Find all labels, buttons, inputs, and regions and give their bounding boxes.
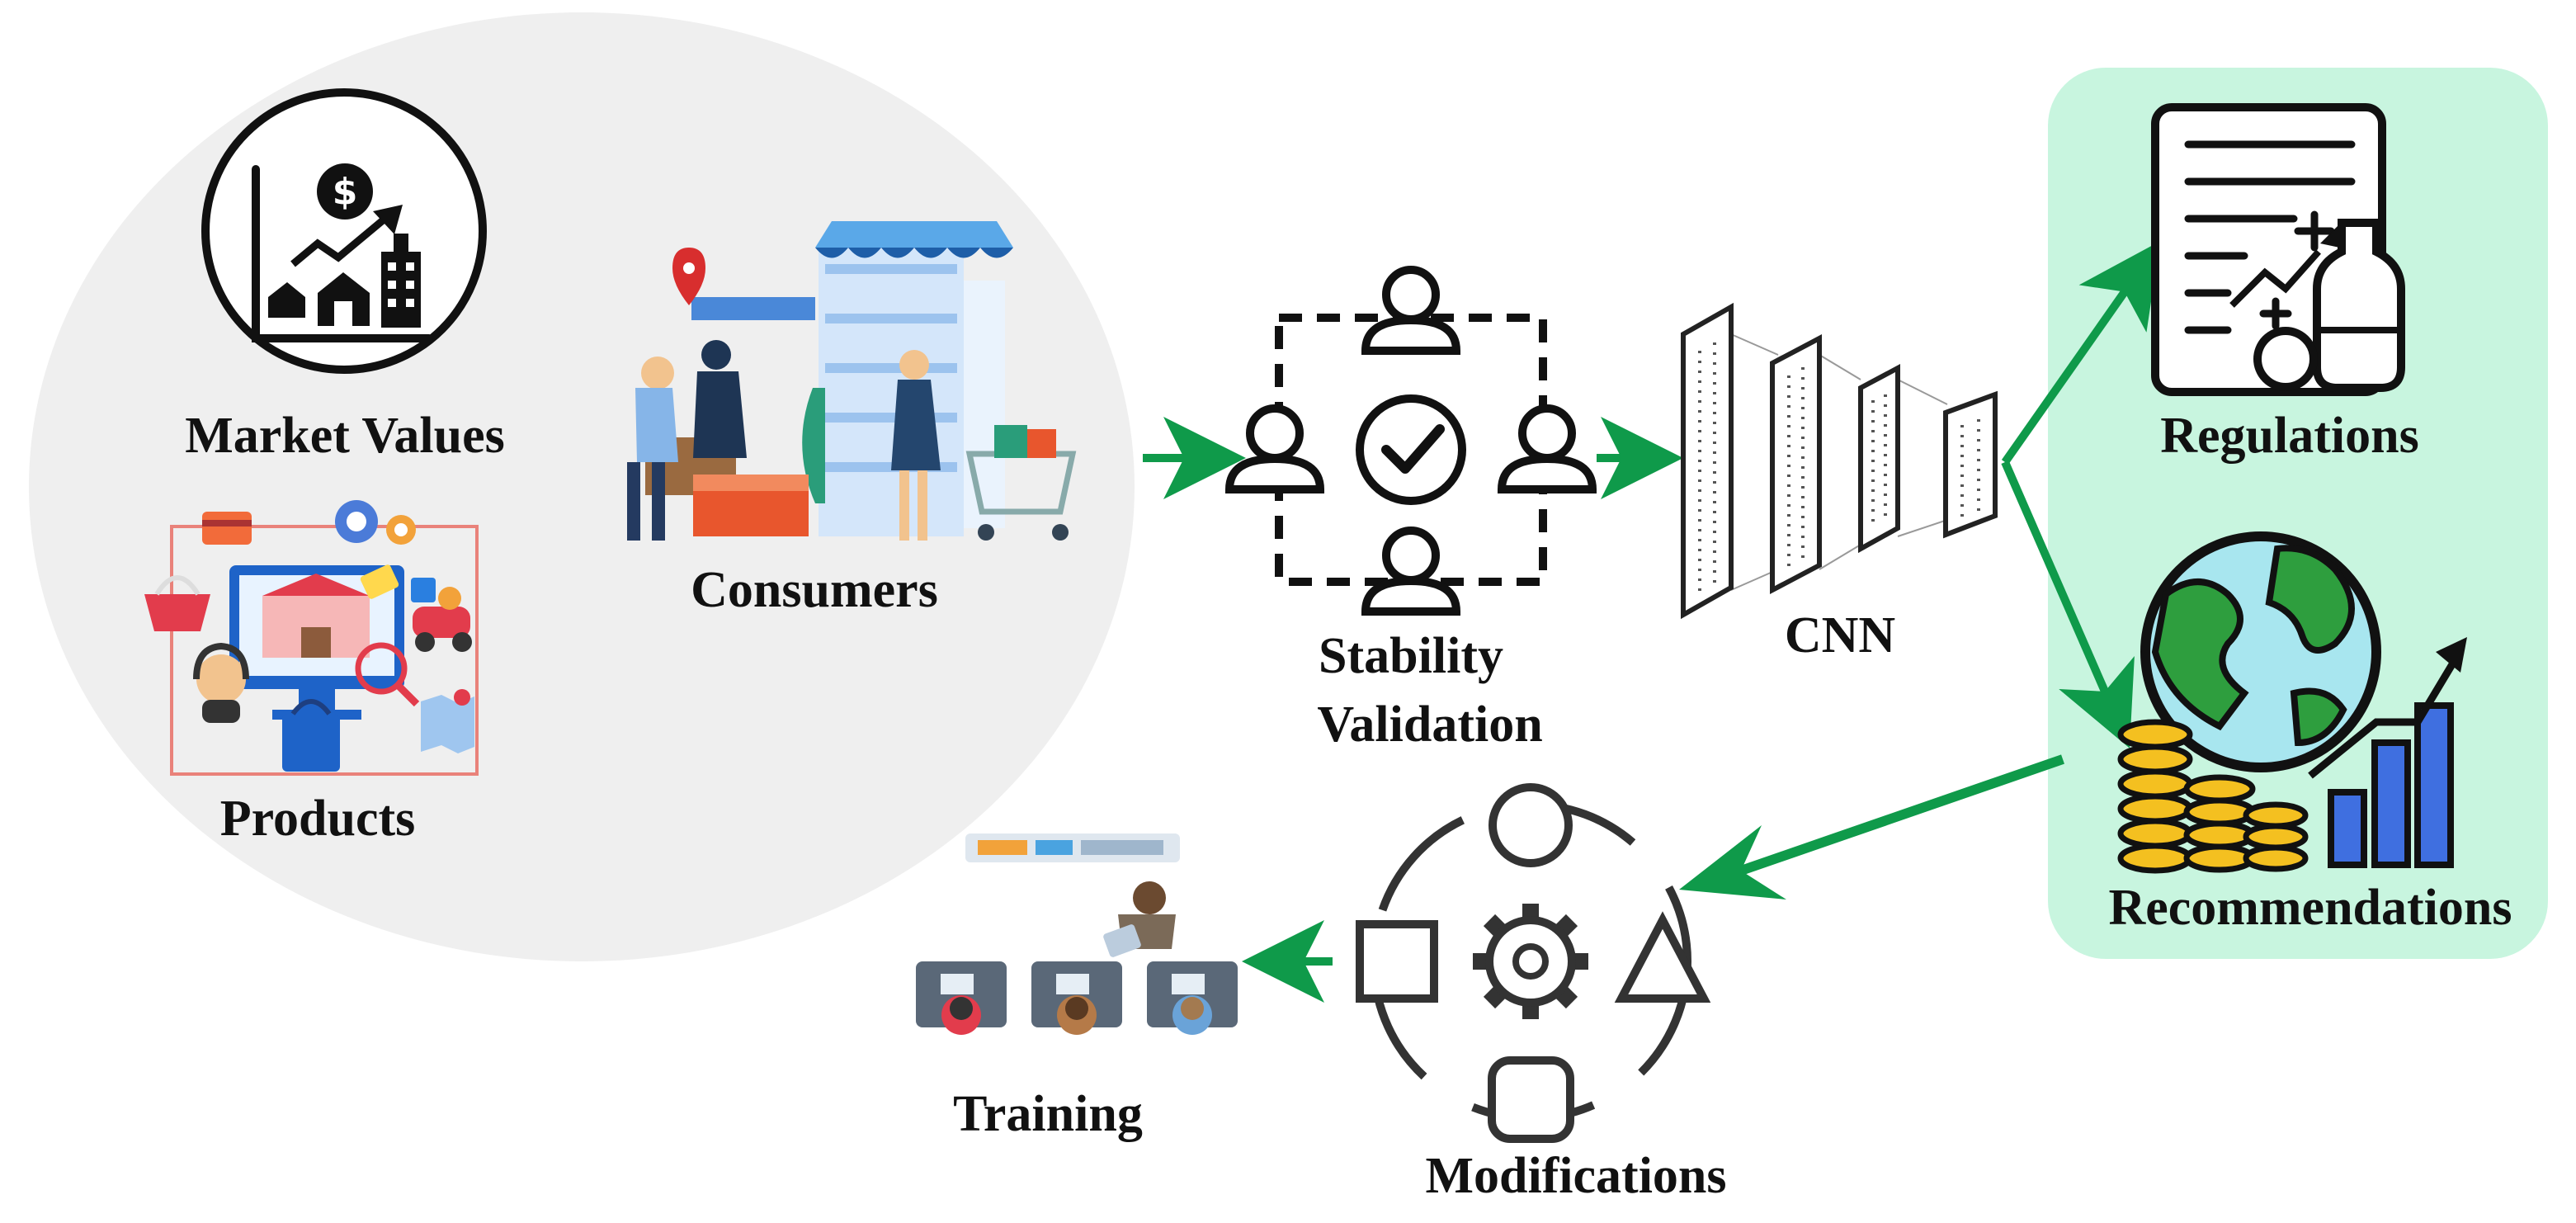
recommendations-label: Recommendations xyxy=(2108,880,2512,936)
consumers-label: Consumers xyxy=(691,562,938,618)
market-values-icon: $ xyxy=(201,88,487,374)
products-label: Products xyxy=(220,791,416,847)
regulations-document-icon xyxy=(2151,103,2405,396)
ecommerce-products-icon xyxy=(144,500,479,776)
arrow-recommendations-to-modifications xyxy=(1679,754,2064,900)
neural-network-layers-icon xyxy=(1681,302,1998,620)
regulations-label: Regulations xyxy=(2160,408,2418,464)
modifications-label: Modifications xyxy=(1425,1148,1726,1204)
shopping-consumers-icon xyxy=(627,221,1077,541)
arrow-cnn-to-regulations xyxy=(2001,241,2160,465)
market-values-label: Market Values xyxy=(185,408,505,464)
stability-label-line1: Stability xyxy=(1319,628,1503,684)
arrow-cnn-to-recommendations xyxy=(2001,460,2135,748)
globe-coins-growth-icon xyxy=(2117,531,2467,874)
gear-shapes-icon xyxy=(1356,783,1711,1143)
stability-label-line2: Validation xyxy=(1317,696,1542,753)
team-validation-icon xyxy=(1224,266,1597,616)
cnn-label: CNN xyxy=(1785,607,1895,663)
training-label: Training xyxy=(953,1086,1143,1142)
training-meeting-icon xyxy=(916,833,1238,1035)
svg-text:$: $ xyxy=(333,171,358,213)
